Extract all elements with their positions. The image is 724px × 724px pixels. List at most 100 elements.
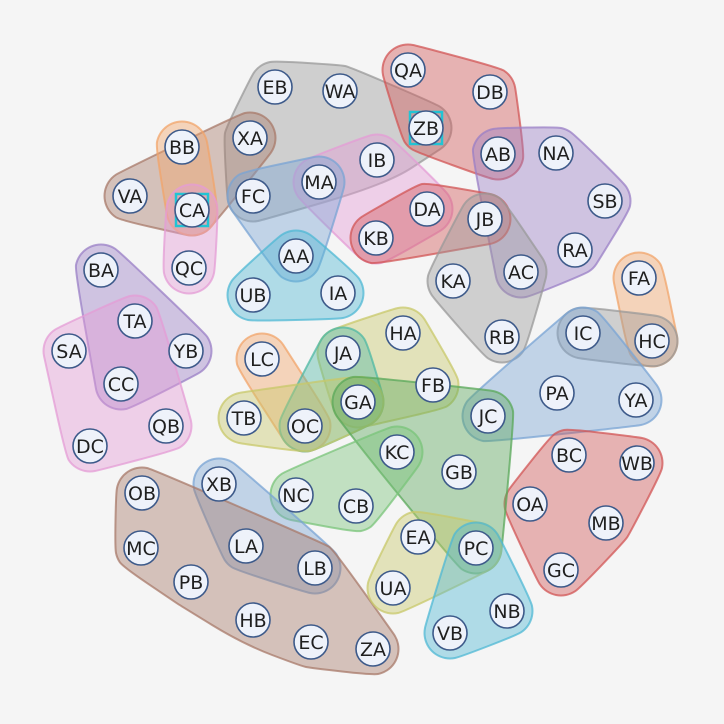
node-circle[interactable] — [112, 178, 148, 214]
node-ja[interactable]: JA — [325, 335, 361, 371]
node-circle[interactable] — [415, 367, 451, 403]
node-circle[interactable] — [618, 382, 654, 418]
node-circle[interactable] — [338, 488, 374, 524]
node-circle[interactable] — [512, 486, 548, 522]
node-circle[interactable] — [297, 550, 333, 586]
node-circle[interactable] — [435, 263, 471, 299]
node-pa[interactable]: PA — [539, 375, 575, 411]
node-ob[interactable]: OB — [124, 475, 160, 511]
node-lb[interactable]: LB — [297, 550, 333, 586]
node-circle[interactable] — [619, 445, 655, 481]
node-mb[interactable]: MB — [588, 505, 624, 541]
node-nc[interactable]: NC — [278, 477, 314, 513]
node-circle[interactable] — [171, 250, 207, 286]
node-wa[interactable]: WA — [322, 73, 358, 109]
node-ia[interactable]: IA — [320, 275, 356, 311]
node-ya[interactable]: YA — [618, 382, 654, 418]
node-circle[interactable] — [235, 178, 271, 214]
node-circle[interactable] — [124, 475, 160, 511]
node-circle[interactable] — [621, 260, 657, 296]
node-sb[interactable]: SB — [587, 183, 623, 219]
node-circle[interactable] — [538, 135, 574, 171]
node-circle[interactable] — [543, 552, 579, 588]
node-circle[interactable] — [51, 333, 87, 369]
node-circle[interactable] — [103, 366, 139, 402]
node-circle[interactable] — [340, 384, 376, 420]
node-jb[interactable]: JB — [467, 201, 503, 237]
node-circle[interactable] — [164, 129, 200, 165]
node-cb[interactable]: CB — [338, 488, 374, 524]
node-circle[interactable] — [379, 434, 415, 470]
node-ta[interactable]: TA — [117, 303, 153, 339]
node-circle[interactable] — [441, 454, 477, 490]
node-circle[interactable] — [278, 477, 314, 513]
node-circle[interactable] — [320, 275, 356, 311]
node-circle[interactable] — [484, 319, 520, 355]
node-circle[interactable] — [117, 303, 153, 339]
node-rb[interactable]: RB — [484, 319, 520, 355]
node-ab[interactable]: AB — [480, 136, 516, 172]
node-kc[interactable]: KC — [379, 434, 415, 470]
node-circle[interactable] — [565, 315, 601, 351]
node-sa[interactable]: SA — [51, 333, 87, 369]
node-circle[interactable] — [168, 333, 204, 369]
node-ka[interactable]: KA — [435, 263, 471, 299]
node-wb[interactable]: WB — [619, 445, 655, 481]
node-circle[interactable] — [557, 232, 593, 268]
node-qc[interactable]: QC — [171, 250, 207, 286]
node-va[interactable]: VA — [112, 178, 148, 214]
node-circle[interactable] — [322, 73, 358, 109]
node-ma[interactable]: MA — [301, 164, 337, 200]
node-circle[interactable] — [472, 74, 508, 110]
node-circle[interactable] — [173, 564, 209, 600]
node-circle[interactable] — [587, 183, 623, 219]
node-ha[interactable]: HA — [385, 315, 421, 351]
node-bb[interactable]: BB — [164, 129, 200, 165]
node-circle[interactable] — [293, 624, 329, 660]
node-fb[interactable]: FB — [415, 367, 451, 403]
node-bc[interactable]: BC — [551, 437, 587, 473]
node-cc[interactable]: CC — [103, 366, 139, 402]
node-gc[interactable]: GC — [543, 552, 579, 588]
node-oc[interactable]: OC — [287, 408, 323, 444]
node-circle[interactable] — [148, 408, 184, 444]
node-circle[interactable] — [375, 570, 411, 606]
node-circle[interactable] — [470, 398, 506, 434]
node-ua[interactable]: UA — [375, 570, 411, 606]
node-lc[interactable]: LC — [244, 341, 280, 377]
node-circle[interactable] — [634, 323, 670, 359]
node-kb[interactable]: KB — [358, 220, 394, 256]
node-na[interactable]: NA — [538, 135, 574, 171]
node-circle[interactable] — [325, 335, 361, 371]
node-pb[interactable]: PB — [173, 564, 209, 600]
node-ac[interactable]: AC — [503, 254, 539, 290]
node-circle[interactable] — [287, 408, 323, 444]
node-ba[interactable]: BA — [83, 252, 119, 288]
node-zb[interactable]: ZB — [408, 110, 444, 146]
node-tb[interactable]: TB — [226, 400, 262, 436]
node-hc[interactable]: HC — [634, 323, 670, 359]
node-circle[interactable] — [301, 164, 337, 200]
node-qb[interactable]: QB — [148, 408, 184, 444]
node-circle[interactable] — [503, 254, 539, 290]
node-circle[interactable] — [551, 437, 587, 473]
node-ub[interactable]: UB — [235, 277, 271, 313]
node-circle[interactable] — [409, 191, 445, 227]
node-fc[interactable]: FC — [235, 178, 271, 214]
node-circle[interactable] — [83, 252, 119, 288]
node-eb[interactable]: EB — [257, 69, 293, 105]
node-ra[interactable]: RA — [557, 232, 593, 268]
node-db[interactable]: DB — [472, 74, 508, 110]
node-circle[interactable] — [244, 341, 280, 377]
node-ga[interactable]: GA — [340, 384, 376, 420]
node-mc[interactable]: MC — [123, 530, 159, 566]
node-dc[interactable]: DC — [72, 428, 108, 464]
node-circle[interactable] — [489, 593, 525, 629]
node-circle[interactable] — [358, 220, 394, 256]
node-gb[interactable]: GB — [441, 454, 477, 490]
node-circle[interactable] — [359, 142, 395, 178]
node-circle[interactable] — [355, 631, 391, 667]
node-fa[interactable]: FA — [621, 260, 657, 296]
node-ca[interactable]: CA — [174, 192, 210, 228]
node-circle[interactable] — [278, 238, 314, 274]
